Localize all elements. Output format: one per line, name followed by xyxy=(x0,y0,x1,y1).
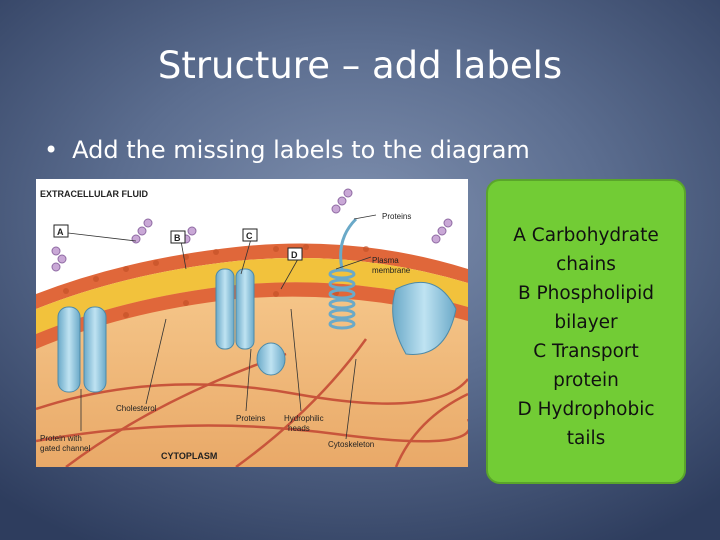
label-box-c: C xyxy=(242,228,258,242)
transport-protein xyxy=(215,268,255,350)
gated-channel-protein xyxy=(57,306,107,393)
inner-head-layer xyxy=(36,282,468,349)
outer-head-layer xyxy=(36,243,468,309)
label-box-b: B xyxy=(170,230,186,244)
svg-text:D: D xyxy=(291,250,298,260)
bullet-point: • Add the missing labels to the diagram xyxy=(44,136,530,164)
svg-text:C: C xyxy=(246,231,253,241)
proteins-top-label: Proteins xyxy=(382,212,411,221)
cholesterol-label: Cholesterol xyxy=(116,404,157,413)
membrane-protein-right xyxy=(392,281,457,355)
gated-channel-label-1: Protein with xyxy=(40,434,82,443)
slide-title: Structure – add labels xyxy=(157,44,563,87)
hydrophilic-label-2: heads xyxy=(288,424,310,433)
answer-c: C Transport protein xyxy=(533,341,639,391)
hydrophilic-label-1: Hydrophilic xyxy=(284,414,324,423)
carbohydrate-chains xyxy=(51,188,453,272)
gated-channel-label-2: gated channel xyxy=(40,444,90,453)
label-box-a: A xyxy=(53,224,69,238)
answer-box: A Carbohydrate chains B Phospholipid bil… xyxy=(486,179,686,484)
answer-b: B Phospholipid bilayer xyxy=(517,283,655,333)
cytoskeleton-label: Cytoskeleton xyxy=(328,440,374,449)
cytoplasm-label: CYTOPLASM xyxy=(161,451,217,461)
plasma-membrane-label-2: membrane xyxy=(372,266,411,275)
cytoplasm-area xyxy=(36,274,468,467)
cytoskeleton-fibers xyxy=(36,338,468,467)
extracellular-label: EXTRACELLULAR FLUID xyxy=(40,189,148,199)
membrane-illustration: A B C D EXTRACELLULAR FLUID Proteins Pla… xyxy=(36,188,468,467)
peripheral-protein xyxy=(256,342,286,376)
plasma-membrane-label-1: Plasma xyxy=(372,256,399,265)
leader-lines xyxy=(67,214,377,440)
answer-d: D Hydrophobic tails xyxy=(517,399,655,449)
bullet-glyph: • xyxy=(44,136,59,164)
label-box-d: D xyxy=(287,247,303,261)
svg-text:B: B xyxy=(174,233,181,243)
hydrophobic-tail-layer xyxy=(36,257,468,334)
proteins-bottom-label: Proteins xyxy=(236,414,265,423)
cell-membrane-diagram: A B C D EXTRACELLULAR FLUID Proteins Pla… xyxy=(36,179,468,467)
helix-protein xyxy=(328,217,358,330)
answer-a: A Carbohydrate chains xyxy=(513,225,659,275)
svg-text:A: A xyxy=(57,227,64,237)
bullet-text: Add the missing labels to the diagram xyxy=(72,136,530,164)
